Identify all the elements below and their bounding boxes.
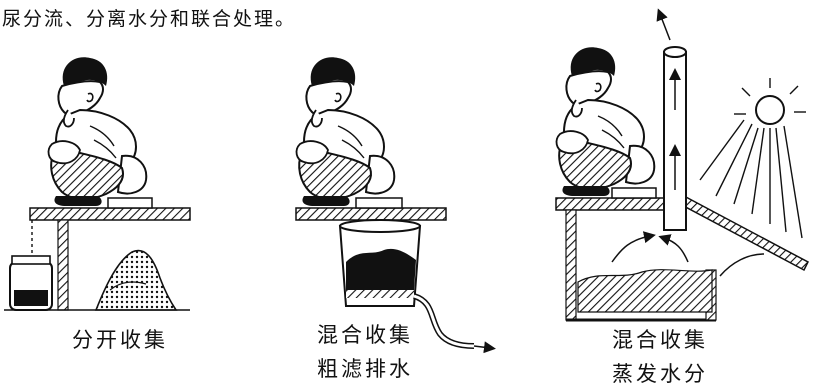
caption-panel-3-line-1: 混合收集	[612, 328, 708, 352]
panel-1-separate-collection	[4, 56, 191, 311]
header-text: 尿分流、分离水分和联合处理。	[2, 8, 297, 30]
caption-panel-2-line-2: 粗滤排水	[317, 357, 413, 381]
panel-3-solar-evaporation	[555, 8, 809, 322]
caption-panel-2: 混合收集 粗滤排水	[295, 318, 435, 386]
caption-panel-2-line-1: 混合收集	[317, 323, 413, 347]
panel-2-mixed-filter	[295, 56, 496, 354]
caption-panel-1: 分开收集	[50, 324, 190, 354]
caption-panel-3-line-2: 蒸发水分	[612, 362, 708, 386]
caption-panel-1-line-1: 分开收集	[72, 328, 168, 352]
caption-panel-3: 混合收集 蒸发水分	[580, 323, 740, 391]
